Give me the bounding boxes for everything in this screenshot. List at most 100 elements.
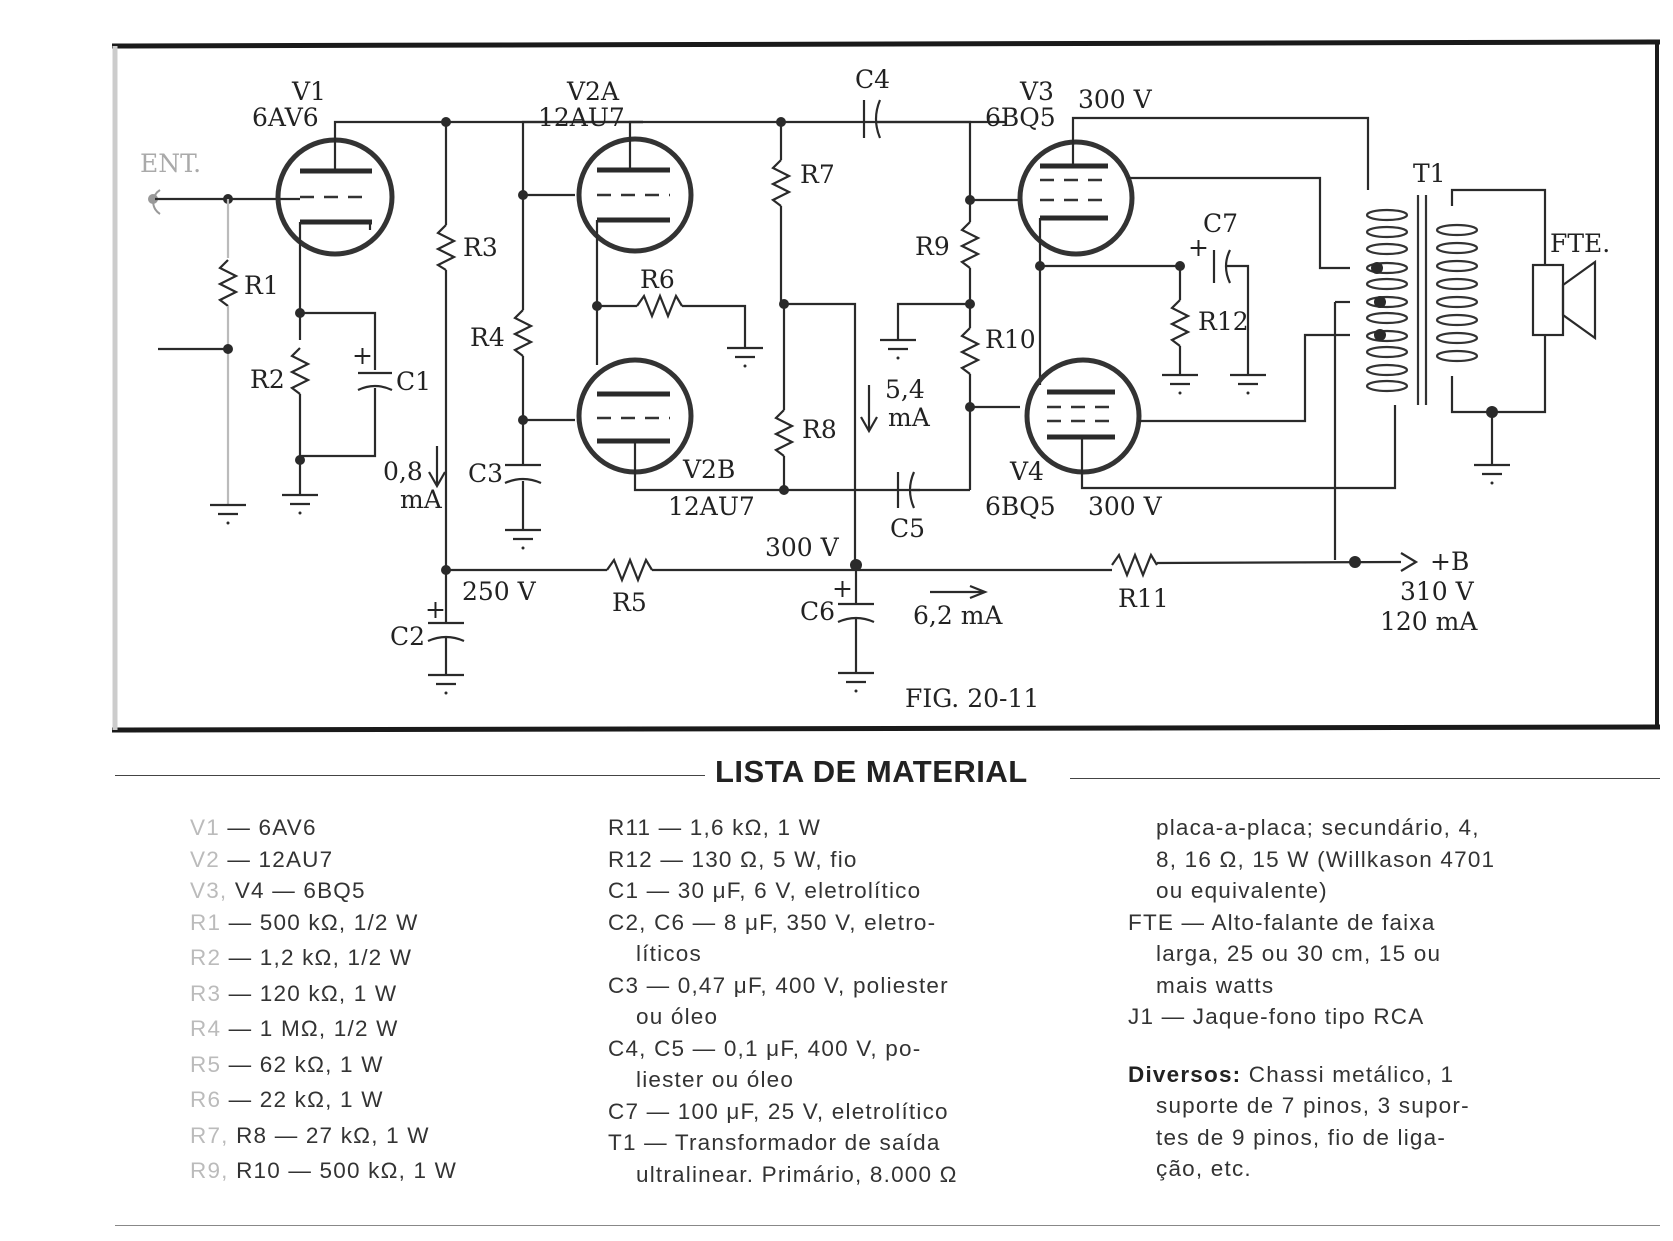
svg-text:V2B: V2B <box>682 455 735 484</box>
diversos-line: tes de 9 pinos, fio de liga- <box>1156 1124 1447 1150</box>
schematic-diagram: ENT. R1 V1 6AV6 R2 + C1 0,8 mA R3 <box>111 39 1661 733</box>
resistor-r12 <box>1169 299 1191 347</box>
svg-text:ENT.: ENT. <box>140 149 201 178</box>
list-item: ultralinear. Primário, 8.000 Ω <box>636 1161 958 1187</box>
resistor-r4 <box>512 309 534 357</box>
list-item: R2 — 1,2 kΩ, 1/2 W <box>190 945 413 970</box>
svg-text:+: + <box>352 341 373 370</box>
list-item: R3 — 120 kΩ, 1 W <box>190 980 398 1006</box>
list-item: 8, 16 Ω, 15 W (Willkason 4701 <box>1156 846 1496 872</box>
diversos-line: suporte de 7 pinos, 3 supor- <box>1156 1093 1470 1118</box>
resistor-r1 <box>217 259 239 307</box>
svg-text:6BQ5: 6BQ5 <box>985 103 1056 132</box>
resistor-r3 <box>435 224 457 271</box>
svg-text:R2: R2 <box>250 365 285 394</box>
material-list-col3: placa-a-placa; secundário, 4, 8, 16 Ω, 1… <box>1128 812 1495 1185</box>
svg-text:6BQ5: 6BQ5 <box>985 492 1056 521</box>
svg-text:300 V: 300 V <box>1078 85 1153 114</box>
list-item: C4, C5 — 0,1 μF, 400 V, po- <box>608 1035 922 1061</box>
material-list-col1: V1 — 6AV6 V2 — 12AU7 V3, V4 — 6BQ5 R1 — … <box>190 812 457 1187</box>
svg-text:R9: R9 <box>915 232 950 261</box>
svg-text:6AV6: 6AV6 <box>252 103 319 132</box>
svg-text:6,2 mA: 6,2 mA <box>913 601 1003 630</box>
svg-text:V2A: V2A <box>566 77 620 106</box>
speaker-icon <box>1531 259 1597 341</box>
svg-text:0,8: 0,8 <box>383 457 423 486</box>
svg-text:R12: R12 <box>1198 307 1249 336</box>
svg-text:mA: mA <box>888 403 931 432</box>
section-rule-left <box>115 775 705 776</box>
svg-text:300 V: 300 V <box>765 533 840 562</box>
diversos-line: ção, etc. <box>1156 1156 1252 1181</box>
svg-text:+: + <box>425 595 446 624</box>
svg-text:R5: R5 <box>612 588 647 617</box>
resistor-r2 <box>289 347 311 395</box>
svg-text:FTE.: FTE. <box>1550 229 1610 258</box>
svg-text:120 mA: 120 mA <box>1380 607 1478 636</box>
resistor-r10 <box>959 327 981 375</box>
list-item: placa-a-placa; secundário, 4, <box>1156 815 1480 840</box>
svg-text:5,4: 5,4 <box>885 375 925 404</box>
svg-text:mA: mA <box>400 485 443 514</box>
svg-text:T1: T1 <box>1413 159 1446 188</box>
list-item: V3, V4 — 6BQ5 <box>190 878 366 903</box>
resistor-r9 <box>959 221 981 269</box>
list-item: líticos <box>636 941 702 966</box>
svg-text:R1: R1 <box>244 271 279 300</box>
list-item: R12 — 130 Ω, 5 W, fio <box>608 846 858 872</box>
svg-text:C1: C1 <box>396 367 431 396</box>
list-item: mais watts <box>1156 972 1275 998</box>
svg-text:R6: R6 <box>640 265 675 294</box>
bottom-rule <box>115 1225 1660 1226</box>
list-item: liester ou óleo <box>636 1067 795 1092</box>
svg-text:C6: C6 <box>800 597 835 626</box>
resistor-r11 <box>1111 552 1158 578</box>
svg-text:C4: C4 <box>855 65 890 94</box>
list-item: J1 — Jaque-fono tipo RCA <box>1128 1004 1425 1029</box>
material-list-title: LISTA DE MATERIAL <box>715 754 1028 789</box>
resistor-r7 <box>770 159 792 207</box>
list-item: C2, C6 — 8 μF, 350 V, eletro- <box>608 909 937 935</box>
svg-text:C5: C5 <box>890 514 925 543</box>
list-item: V1 — 6AV6 <box>190 815 317 840</box>
svg-text:12AU7: 12AU7 <box>668 492 755 521</box>
svg-text:R7: R7 <box>800 160 835 189</box>
list-item: T1 — Transformador de saída <box>608 1130 941 1155</box>
list-item: C1 — 30 μF, 6 V, eletrolítico <box>608 878 922 903</box>
transformer-t1: T1 <box>1365 159 1479 405</box>
svg-text:V3: V3 <box>1019 77 1054 106</box>
list-item: larga, 25 ou 30 cm, 15 ou <box>1156 941 1442 966</box>
svg-text:+B: +B <box>1430 547 1469 576</box>
resistor-r6 <box>636 293 683 319</box>
list-item: R5 — 62 kΩ, 1 W <box>190 1051 384 1077</box>
resistor-r5 <box>606 557 653 583</box>
list-item: FTE — Alto-falante de faixa <box>1128 909 1436 935</box>
svg-text:C3: C3 <box>468 459 503 488</box>
svg-text:300 V: 300 V <box>1088 492 1163 521</box>
material-list-col2: R11 — 1,6 kΩ, 1 W R12 — 130 Ω, 5 W, fio … <box>608 812 958 1190</box>
list-item: R6 — 22 kΩ, 1 W <box>190 1087 384 1112</box>
diversos-label: Diversos: <box>1128 1061 1242 1087</box>
list-item: ou óleo <box>636 1004 719 1029</box>
svg-text:12AU7: 12AU7 <box>538 103 625 132</box>
list-item: R9, R10 — 500 kΩ, 1 W <box>190 1158 458 1183</box>
svg-text:R8: R8 <box>802 415 837 444</box>
tube-v2a <box>576 136 694 254</box>
list-item: V2 — 12AU7 <box>190 846 334 872</box>
section-rule-right <box>1070 778 1660 779</box>
tube-v3 <box>1017 139 1135 257</box>
svg-text:R10: R10 <box>985 325 1036 354</box>
frame-top <box>111 39 1661 49</box>
svg-text:C2: C2 <box>390 622 425 651</box>
svg-text:310 V: 310 V <box>1400 577 1475 606</box>
svg-text:+: + <box>832 574 853 603</box>
diversos-line: Diversos: Chassi metálico, 1 <box>1128 1061 1455 1087</box>
list-item: R7, R8 — 27 kΩ, 1 W <box>190 1122 430 1148</box>
frame-bottom <box>111 724 1661 733</box>
list-item: ou equivalente) <box>1156 878 1328 903</box>
svg-text:V1: V1 <box>291 77 326 106</box>
svg-text:R4: R4 <box>470 323 505 352</box>
svg-text:R11: R11 <box>1118 584 1169 613</box>
svg-text:R3: R3 <box>463 233 498 262</box>
svg-text:+: + <box>1188 233 1209 262</box>
